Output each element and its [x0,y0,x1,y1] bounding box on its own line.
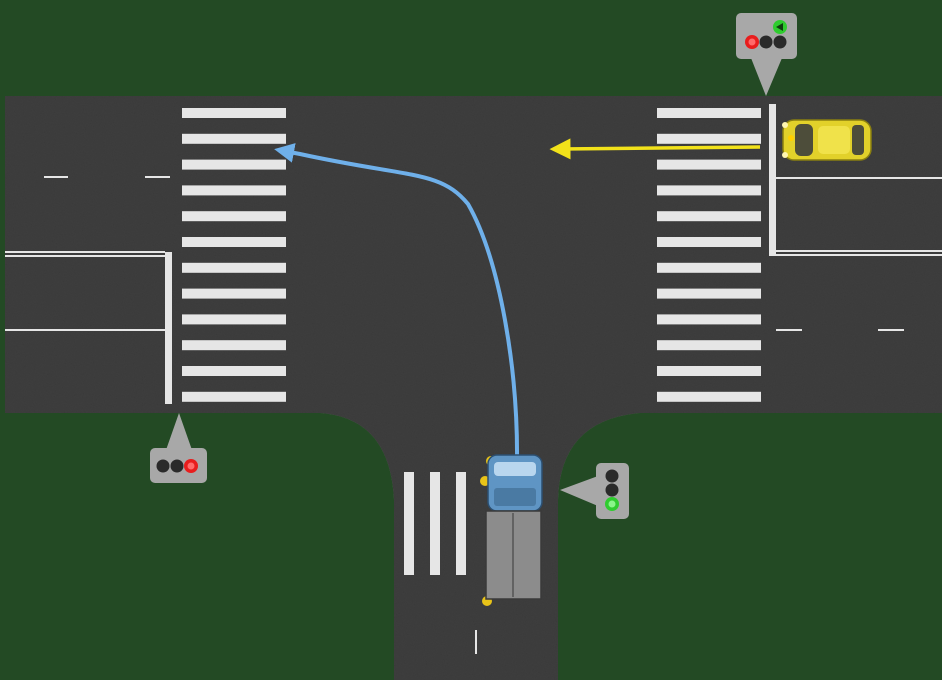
crosswalk-stripe [657,366,761,376]
crosswalk-stripe [182,288,286,299]
crosswalk-stripe [657,185,761,196]
crosswalk-stripe [182,366,286,376]
crosswalk-stripe [182,262,286,273]
crosswalk-stripe [182,211,286,222]
crosswalk-stripe [657,211,761,222]
crosswalk-stripe [182,108,286,118]
crosswalk-west [182,108,286,402]
crosswalk-stripe [182,133,286,144]
crosswalk-stripe [657,133,761,144]
crosswalk-stripe [657,237,761,247]
west-stop-line [165,252,172,404]
west-road-markings [5,176,172,404]
crosswalk-south [404,472,466,575]
crosswalk-stripe [657,314,761,325]
crosswalk-stripe [657,391,761,402]
crosswalk-stripe [182,185,286,196]
truck-path-arrow [274,143,520,463]
crosswalk-stripe [182,237,286,247]
crosswalk-east [657,108,761,402]
crosswalk-stripe [657,262,761,273]
traffic-light-south-east [560,463,629,519]
crosswalk-stripe [182,159,286,170]
yellow-car [782,119,872,161]
crosswalk-stripe [657,340,761,351]
east-road-markings [769,104,942,331]
crosswalk-stripe [657,288,761,299]
crosswalk-stripe [657,108,761,118]
car-path-arrow [549,138,761,160]
crosswalk-stripe [182,340,286,351]
crosswalk-stripe [657,159,761,170]
east-stop-line [769,104,776,256]
truck [480,454,543,606]
traffic-light-south-west [150,413,207,483]
traffic-light-north-east [736,13,797,96]
crosswalk-stripe [182,391,286,402]
crosswalk-stripe [182,314,286,325]
